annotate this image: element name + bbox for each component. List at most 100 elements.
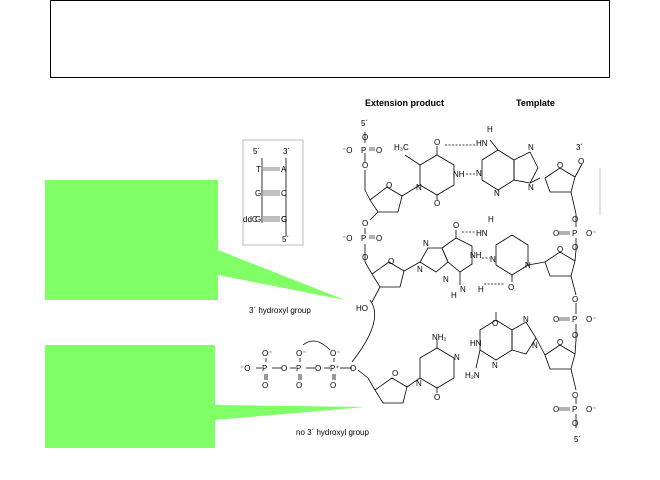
backbone-neg-o1: ⁻O: [342, 146, 352, 155]
guanine-base-1: [419, 230, 473, 285]
template-o2b: O: [572, 243, 578, 252]
sugar2-o: O: [388, 257, 394, 266]
five-prime-bottom: 5´: [574, 435, 581, 444]
template-o3a: O: [553, 315, 559, 324]
inset-base-C2: C: [281, 215, 287, 224]
ddctp-o-bot2: O: [296, 381, 302, 390]
inset-base-G1: G: [255, 189, 261, 198]
template-o1: O: [578, 157, 584, 166]
cytosine1-h: H: [488, 215, 494, 224]
ddctp-o-neg-top2: O⁻: [296, 349, 306, 358]
backbone-o1c: O: [362, 161, 368, 170]
inset-ddC-label: ddC: [243, 215, 258, 224]
cytosine1-o: O: [508, 283, 514, 292]
ddctp-o-neg-top1: O⁻: [262, 349, 272, 358]
guanine-base-2: [475, 312, 546, 369]
ddctp-nh2: NH₂: [432, 333, 447, 342]
thymine-base: [404, 146, 455, 200]
cytosine-base-1: [495, 234, 546, 282]
inset-3prime: 3´: [283, 147, 290, 156]
extension-backbone: [364, 132, 421, 303]
ddctp-o-bot3: O: [330, 381, 336, 390]
adenine-n7: N: [528, 143, 534, 152]
guanine2-n3: N: [492, 361, 498, 370]
guanine1-n3: N: [443, 275, 449, 284]
ddctp-o-link2: O: [315, 364, 321, 373]
hydroxyl-label: 3´ hydroxyl group: [249, 306, 311, 315]
ddctp-p3: P⁺: [330, 364, 340, 373]
guanine1-nh: NH: [470, 251, 482, 260]
backbone-neg-o2: ⁻O: [342, 234, 352, 243]
template-o4: O: [572, 391, 578, 400]
guanine2-n7: N: [523, 315, 529, 324]
template-o2: O: [572, 215, 578, 224]
template-o3: O: [572, 295, 578, 304]
inset-5prime: 5´: [253, 147, 260, 156]
ddctp-n1: N: [416, 379, 422, 388]
thymine-n: N: [416, 183, 422, 192]
ddctp-sugar-o: O: [392, 369, 398, 378]
ho-label: HO: [356, 304, 368, 313]
ddctp-p1: P: [262, 364, 267, 373]
no-hydroxyl-label: no 3´ hydroxyl group: [296, 428, 369, 437]
inset-G-label: G: [281, 215, 287, 224]
cytosine1-hn: HN: [476, 229, 488, 238]
callout-top: [45, 180, 345, 300]
adenine-n3: N: [494, 189, 500, 198]
adenine-h: H: [487, 125, 493, 134]
guanine1-o: O: [453, 221, 459, 230]
thymine-o: O: [434, 138, 440, 147]
inset-base-A: A: [281, 165, 287, 174]
guanine2-n9: N: [532, 341, 538, 350]
template-o2a: O: [553, 229, 559, 238]
adenine-base: [481, 139, 541, 191]
backbone-o2c: O: [362, 253, 368, 262]
ddctp-o: O: [434, 393, 440, 402]
thymine-h3c: H₃C: [394, 143, 409, 152]
template-sugar3-o: O: [557, 338, 563, 347]
inset-5prime-bottom: 5´: [282, 235, 289, 244]
template-o4-neg: O⁻: [586, 405, 596, 414]
template-p3: P: [572, 315, 577, 324]
template-3prime: 3´: [576, 143, 583, 152]
guanine1-n7: N: [423, 239, 429, 248]
template-o2-neg: O⁻: [586, 229, 596, 238]
template-backbone: [544, 163, 601, 428]
guanine1-n9: N: [417, 265, 423, 274]
cytosine1-n3: N: [490, 255, 496, 264]
guanine2-h2n: H₂N: [465, 371, 480, 380]
ddctp-o-neg-top3: O⁻: [330, 349, 340, 358]
ddctp-neg-o1: ⁻O: [240, 364, 250, 373]
ddctp-n3: N: [454, 353, 460, 362]
backbone-o2: O: [362, 219, 368, 228]
callout-bottom: [45, 345, 365, 448]
adenine-n1: N: [476, 169, 482, 178]
inset-base-G2: G: [255, 215, 261, 224]
template-o3-neg: O⁻: [586, 315, 596, 324]
header-extension-product: Extension product: [365, 98, 444, 108]
template-o4b: O: [572, 419, 578, 428]
template-p4: P: [572, 405, 577, 414]
inset-sequence-box: 5´ 3´ T A G C G C ddC ddC G 5´: [242, 139, 304, 246]
ddctp-o-link3: O: [350, 364, 356, 373]
template-sugar1-o: O: [557, 161, 563, 170]
ddctp-o-link1: O: [281, 364, 287, 373]
template-o3b: O: [572, 331, 578, 340]
inset-base-T: T: [256, 165, 261, 174]
guanine1-n: N: [460, 285, 466, 294]
title-box: [50, 0, 610, 78]
backbone-o2b: O: [376, 234, 382, 243]
adenine-n9: N: [528, 183, 534, 192]
five-prime-top: 5´: [361, 119, 368, 128]
ddctp-o-bot1: O: [262, 381, 268, 390]
template-o4a: O: [553, 405, 559, 414]
sugar1-o: O: [386, 181, 392, 190]
ddctp-p2: P: [296, 364, 301, 373]
header-template: Template: [516, 98, 555, 108]
thymine-o2: O: [434, 199, 440, 208]
inset-base-C1: C: [281, 189, 287, 198]
backbone-o1: O: [362, 133, 368, 142]
cytosine1-n1: N: [525, 261, 531, 270]
backbone-p1: P: [361, 146, 366, 155]
